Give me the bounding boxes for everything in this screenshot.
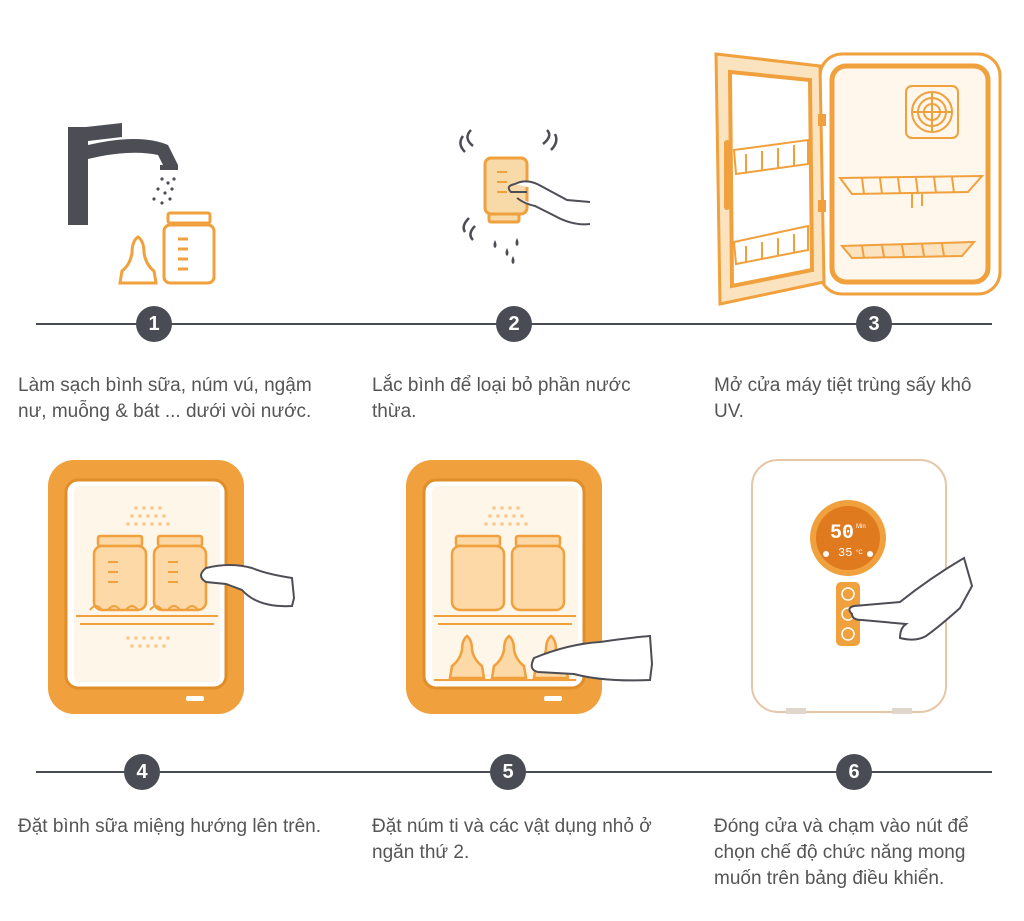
water-drops-icon [493, 238, 519, 264]
step-badge-1: 1 [136, 306, 172, 342]
rack [76, 605, 218, 625]
power-button-icon [841, 627, 855, 641]
step-5-caption: Đặt núm ti và các vật dụng nhỏ ở ngăn th… [372, 816, 652, 863]
shake-bottle-illustration [455, 129, 600, 270]
hand-icon [507, 180, 591, 226]
open-door [714, 52, 826, 306]
bottle-in-hand-icon [483, 156, 529, 224]
nipple-outline-icon [118, 235, 158, 285]
step-1-caption: Làm sạch bình sữa, núm vú, ngậm nư, muỗn… [18, 375, 312, 422]
step-badge-2: 2 [496, 306, 532, 342]
display-time-unit: Min [856, 524, 866, 530]
fan-icon [905, 85, 959, 139]
rack-lower [839, 240, 977, 260]
button-strip [836, 582, 860, 646]
bottle-outline-icon [162, 211, 216, 285]
step-badge-4: 4 [124, 754, 160, 790]
control-panel-illustration: 50 Min 35 °C [750, 458, 975, 718]
rack [434, 615, 576, 681]
step-badge-3: 3 [856, 306, 892, 342]
hinges [818, 114, 826, 212]
faucet-icon [68, 123, 178, 225]
cabinet-body [818, 52, 1002, 296]
step-badge-6: 6 [836, 754, 872, 790]
rack-upper [838, 174, 985, 208]
display-temp-unit: °C [856, 550, 863, 556]
motion-lines-icon [459, 129, 558, 241]
step-6-caption: Đóng cửa và chạm vào nút để chọn chế độ … [714, 816, 969, 889]
bottle-icon [450, 534, 566, 612]
faucet-bottle-illustration [60, 115, 230, 290]
place-nipples-illustration [404, 458, 654, 718]
display-temp: 35 [838, 546, 852, 560]
mode-button-icon [841, 587, 855, 601]
open-sterilizer-illustration [712, 50, 1004, 308]
dial-display: 50 Min 35 °C [810, 500, 886, 576]
hand-icon [200, 564, 296, 608]
hand-icon [530, 634, 654, 682]
step-4-caption: Đặt bình sữa miệng hướng lên trên. [18, 816, 322, 837]
step-3-caption: Mở cửa máy tiệt trùng sấy khô UV. [714, 375, 972, 422]
hand-icon [848, 556, 974, 641]
water-drops-icon [152, 177, 176, 205]
bottle-icon [92, 534, 208, 612]
display-time: 50 [830, 522, 854, 545]
step-badge-5: 5 [490, 754, 526, 790]
step-2-caption: Lắc bình để loại bỏ phần nước thừa. [372, 375, 631, 422]
place-bottles-illustration [46, 458, 296, 718]
